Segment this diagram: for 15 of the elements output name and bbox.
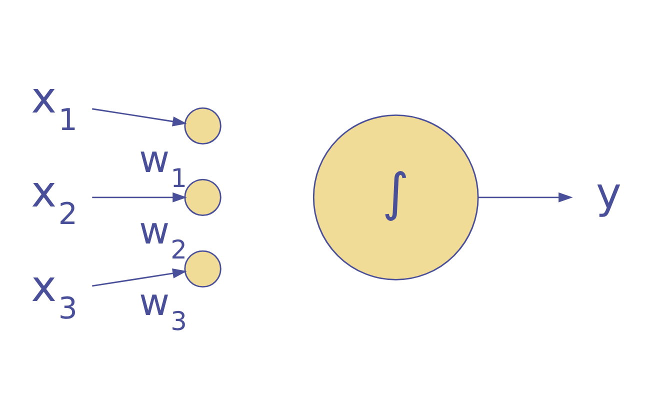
arrow [92,268,187,286]
node-label: w$_{2}$ [139,208,187,266]
node-label: w$_{3}$ [139,280,187,337]
arrow [92,108,187,126]
node-text: x$_{2}$ [31,167,78,232]
node-circle [184,250,222,288]
node-circle: ∫ [312,114,479,280]
node-text: y [596,168,622,219]
node-circle [184,178,222,216]
node-text: x$_{1}$ [31,72,78,138]
arrow [92,192,187,202]
node-label: w$_{1}$ [139,136,187,194]
node-text: x$_{3}$ [31,262,78,326]
arrow [478,192,573,202]
node-circle [184,106,222,144]
